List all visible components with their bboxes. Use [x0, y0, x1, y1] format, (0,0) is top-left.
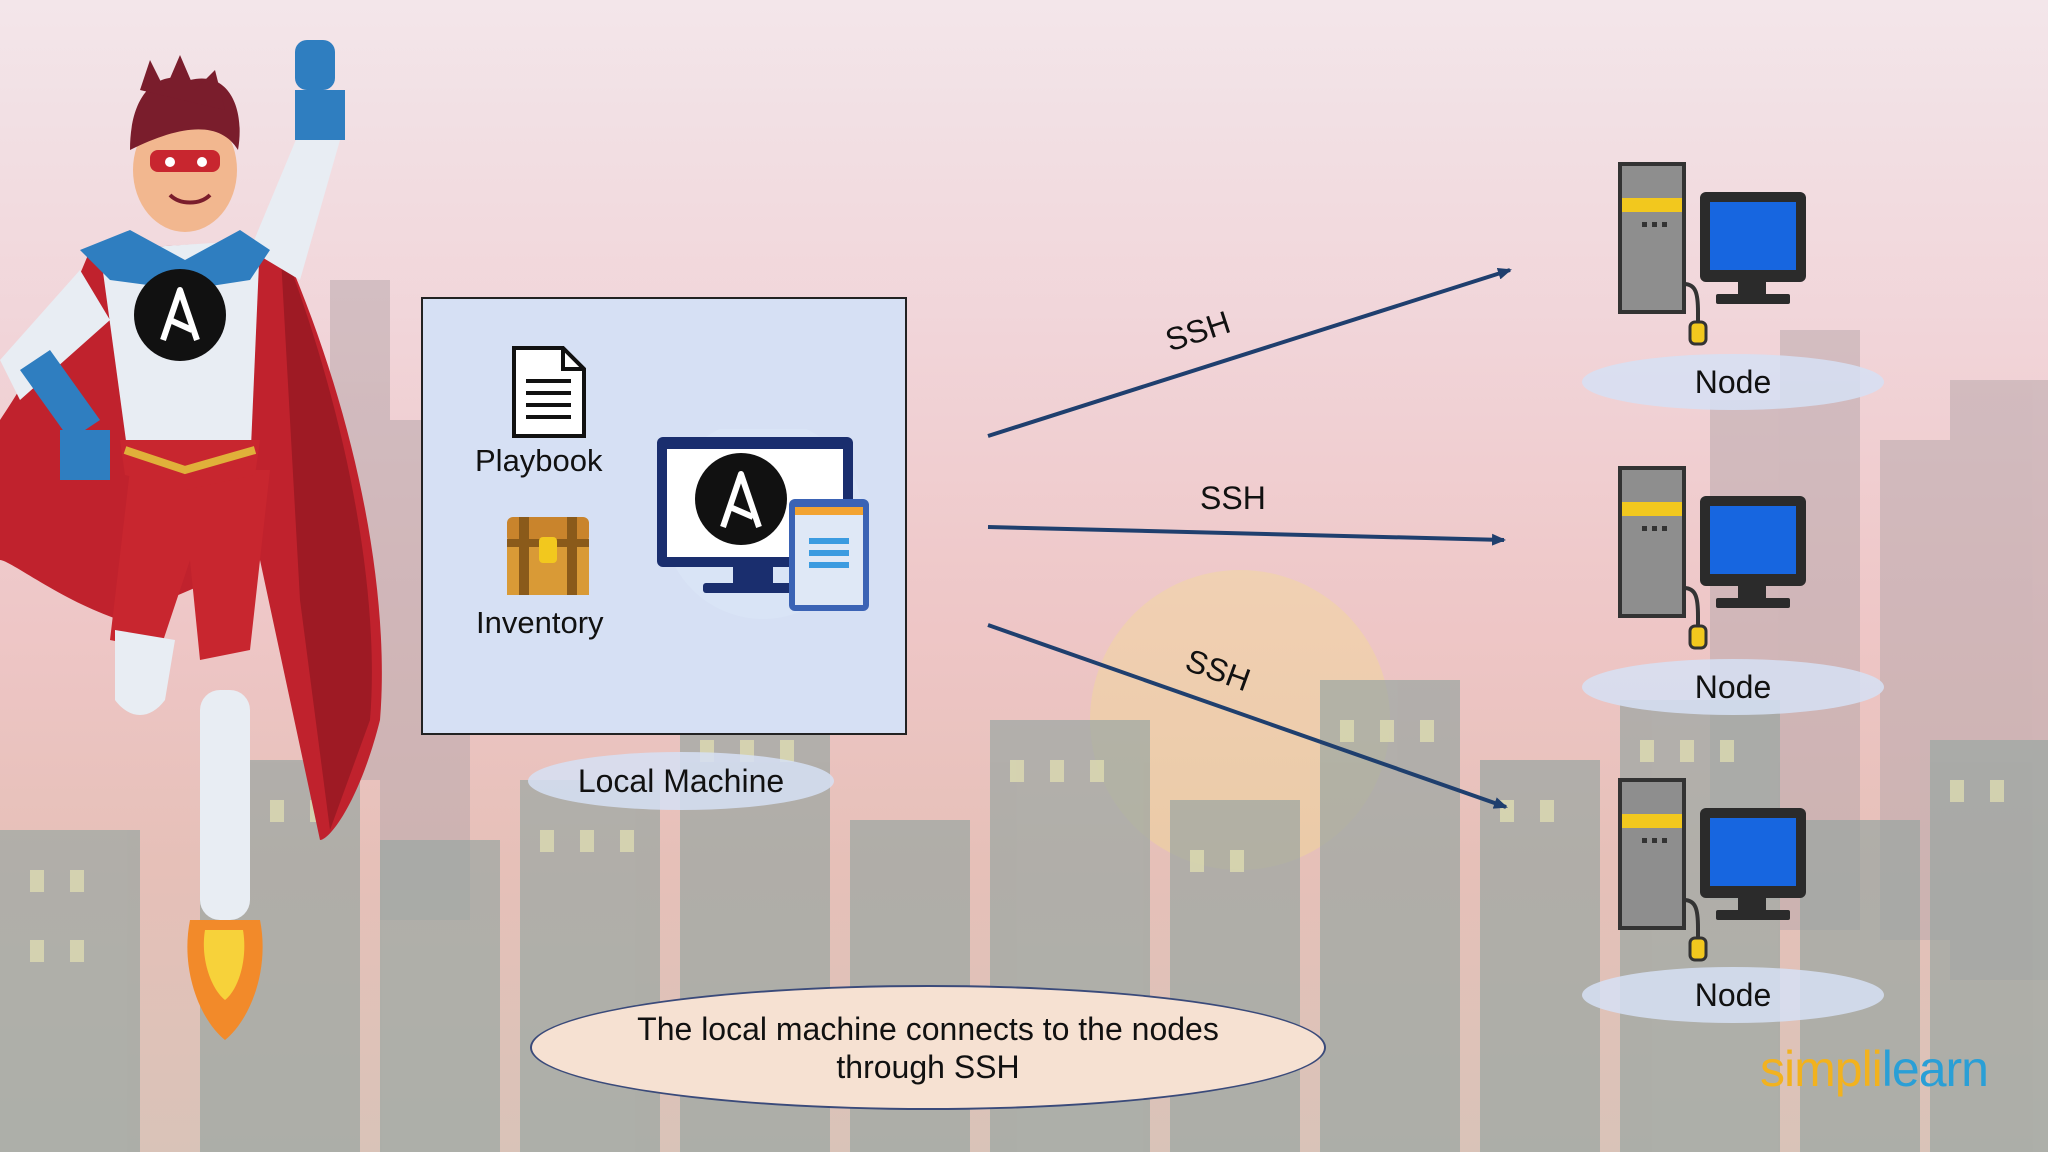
ssh-arrow-1 [987, 267, 1512, 438]
computer-icon [1618, 778, 1808, 962]
local-machine-box: Playbook Inventory [421, 297, 907, 735]
explanation-note: The local machine connects to the nodes … [530, 985, 1326, 1110]
computer-icon [657, 429, 869, 619]
ssh-arrow-2 [987, 525, 1506, 546]
treasure-chest-icon [507, 517, 589, 595]
local-machine-caption: Local Machine [528, 752, 834, 810]
node-label-2: Node [1582, 659, 1884, 715]
computer-icon [1618, 466, 1808, 650]
document-icon [512, 346, 586, 438]
simplilearn-logo: simplilearn [1760, 1040, 1989, 1098]
superhero-mascot-icon [0, 40, 382, 1040]
node-label-3: Node [1582, 967, 1884, 1023]
node-label-1: Node [1582, 354, 1884, 410]
inventory-label: Inventory [476, 605, 604, 640]
logo-part-simpli: simpli [1760, 1041, 1883, 1097]
ssh-label-2: SSH [1200, 480, 1266, 516]
playbook-label: Playbook [475, 443, 603, 478]
ssh-arrow-3 [987, 623, 1508, 809]
computer-icon [1618, 162, 1808, 346]
logo-part-learn: learn [1881, 1041, 1989, 1097]
